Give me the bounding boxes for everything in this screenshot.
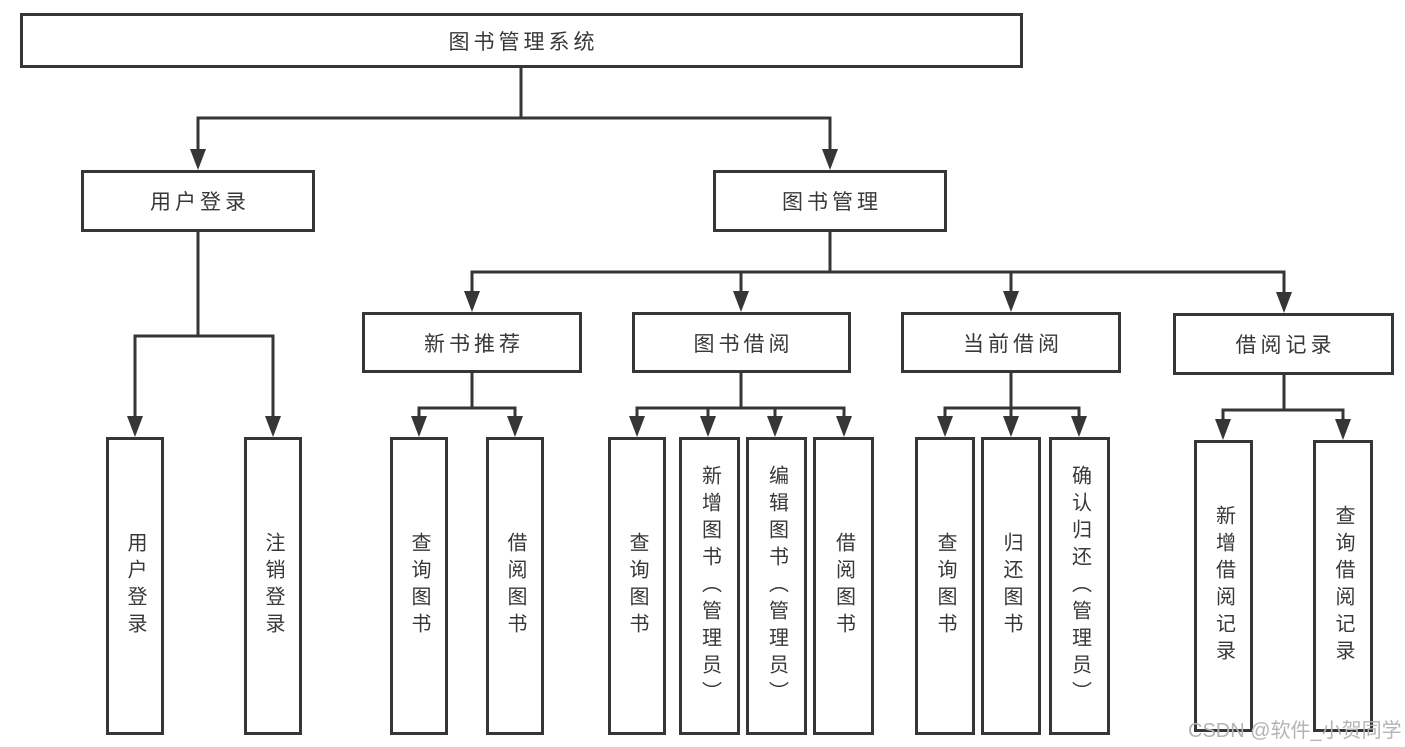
node-new-book-recommend-label: 新书推荐 bbox=[424, 332, 524, 356]
node-user-login: 用户登录 bbox=[81, 170, 315, 232]
leaf-br-add-record-label: 新增借阅记录 bbox=[1212, 505, 1235, 667]
leaf-br-query-record-label: 查询借阅记录 bbox=[1332, 505, 1354, 667]
node-book-borrowing-label: 图书借阅 bbox=[693, 332, 794, 356]
connector-current-borrowing bbox=[943, 370, 1081, 422]
node-book-management-label: 图书管理 bbox=[782, 191, 882, 214]
node-current-borrowing-label: 当前借阅 bbox=[963, 332, 1063, 356]
connector-book-borrowing bbox=[635, 370, 846, 422]
leaf-query-books-under-new-book-recommend: 查询图书 bbox=[390, 437, 448, 735]
leaf-logout-label: 注销登录 bbox=[262, 532, 284, 640]
node-borrowing-records-label: 借阅记录 bbox=[1235, 334, 1336, 357]
leaf-confirm-return-admin: 确认归还（管理员） bbox=[1049, 437, 1110, 735]
node-book-borrowing: 图书借阅 bbox=[632, 312, 851, 373]
arrowheads bbox=[127, 149, 1351, 440]
node-borrowing-records: 借阅记录 bbox=[1173, 313, 1394, 375]
node-root: 图书管理系统 bbox=[20, 13, 1023, 68]
leaf-cb-query-books-label: 查询图书 bbox=[934, 532, 956, 640]
connector-user-login bbox=[133, 230, 275, 338]
connector-borrowing-records bbox=[1221, 372, 1345, 425]
node-current-borrowing: 当前借阅 bbox=[901, 312, 1121, 373]
leaf-borrow-books-under-new-book-recommend: 借阅图书 bbox=[486, 437, 544, 735]
connector-root-stem bbox=[196, 65, 832, 120]
connector-book-management bbox=[470, 230, 1286, 274]
leaf-cb-confirm-return-label: 确认归还（管理员） bbox=[1068, 464, 1091, 708]
leaf-add-borrow-record: 新增借阅记录 bbox=[1194, 440, 1253, 732]
node-new-book-recommend: 新书推荐 bbox=[362, 312, 582, 373]
leaf-bb-add-books-label: 新增图书（管理员） bbox=[698, 464, 721, 708]
leaf-user-login: 用户登录 bbox=[106, 437, 164, 735]
leaf-nb-borrow-books-label: 借阅图书 bbox=[504, 532, 526, 640]
node-user-login-label: 用户登录 bbox=[150, 191, 250, 214]
leaf-query-books-under-current-borrowing: 查询图书 bbox=[915, 437, 975, 735]
node-root-label: 图书管理系统 bbox=[448, 30, 599, 54]
leaf-nb-query-books-label: 查询图书 bbox=[408, 532, 430, 640]
leaf-borrow-books-under-book-borrowing: 借阅图书 bbox=[813, 437, 874, 735]
leaf-cb-return-books-label: 归还图书 bbox=[1000, 532, 1022, 640]
leaf-add-books-admin: 新增图书（管理员） bbox=[679, 437, 740, 735]
leaf-user-login-label: 用户登录 bbox=[124, 532, 146, 640]
watermark: CSDN @软件_小贺同学 bbox=[1188, 720, 1402, 742]
leaf-bb-borrow-books-label: 借阅图书 bbox=[832, 532, 855, 640]
connector-new-book-recommend bbox=[417, 370, 517, 422]
leaf-edit-books-admin: 编辑图书（管理员） bbox=[746, 437, 807, 735]
leaf-logout: 注销登录 bbox=[244, 437, 302, 735]
leaf-bb-query-books-label: 查询图书 bbox=[626, 532, 648, 640]
leaf-query-borrow-record: 查询借阅记录 bbox=[1313, 440, 1373, 732]
leaf-query-books-under-book-borrowing: 查询图书 bbox=[608, 437, 666, 735]
node-book-management: 图书管理 bbox=[713, 170, 947, 232]
leaf-bb-edit-books-label: 编辑图书（管理员） bbox=[765, 464, 788, 708]
leaf-return-books: 归还图书 bbox=[981, 437, 1041, 735]
